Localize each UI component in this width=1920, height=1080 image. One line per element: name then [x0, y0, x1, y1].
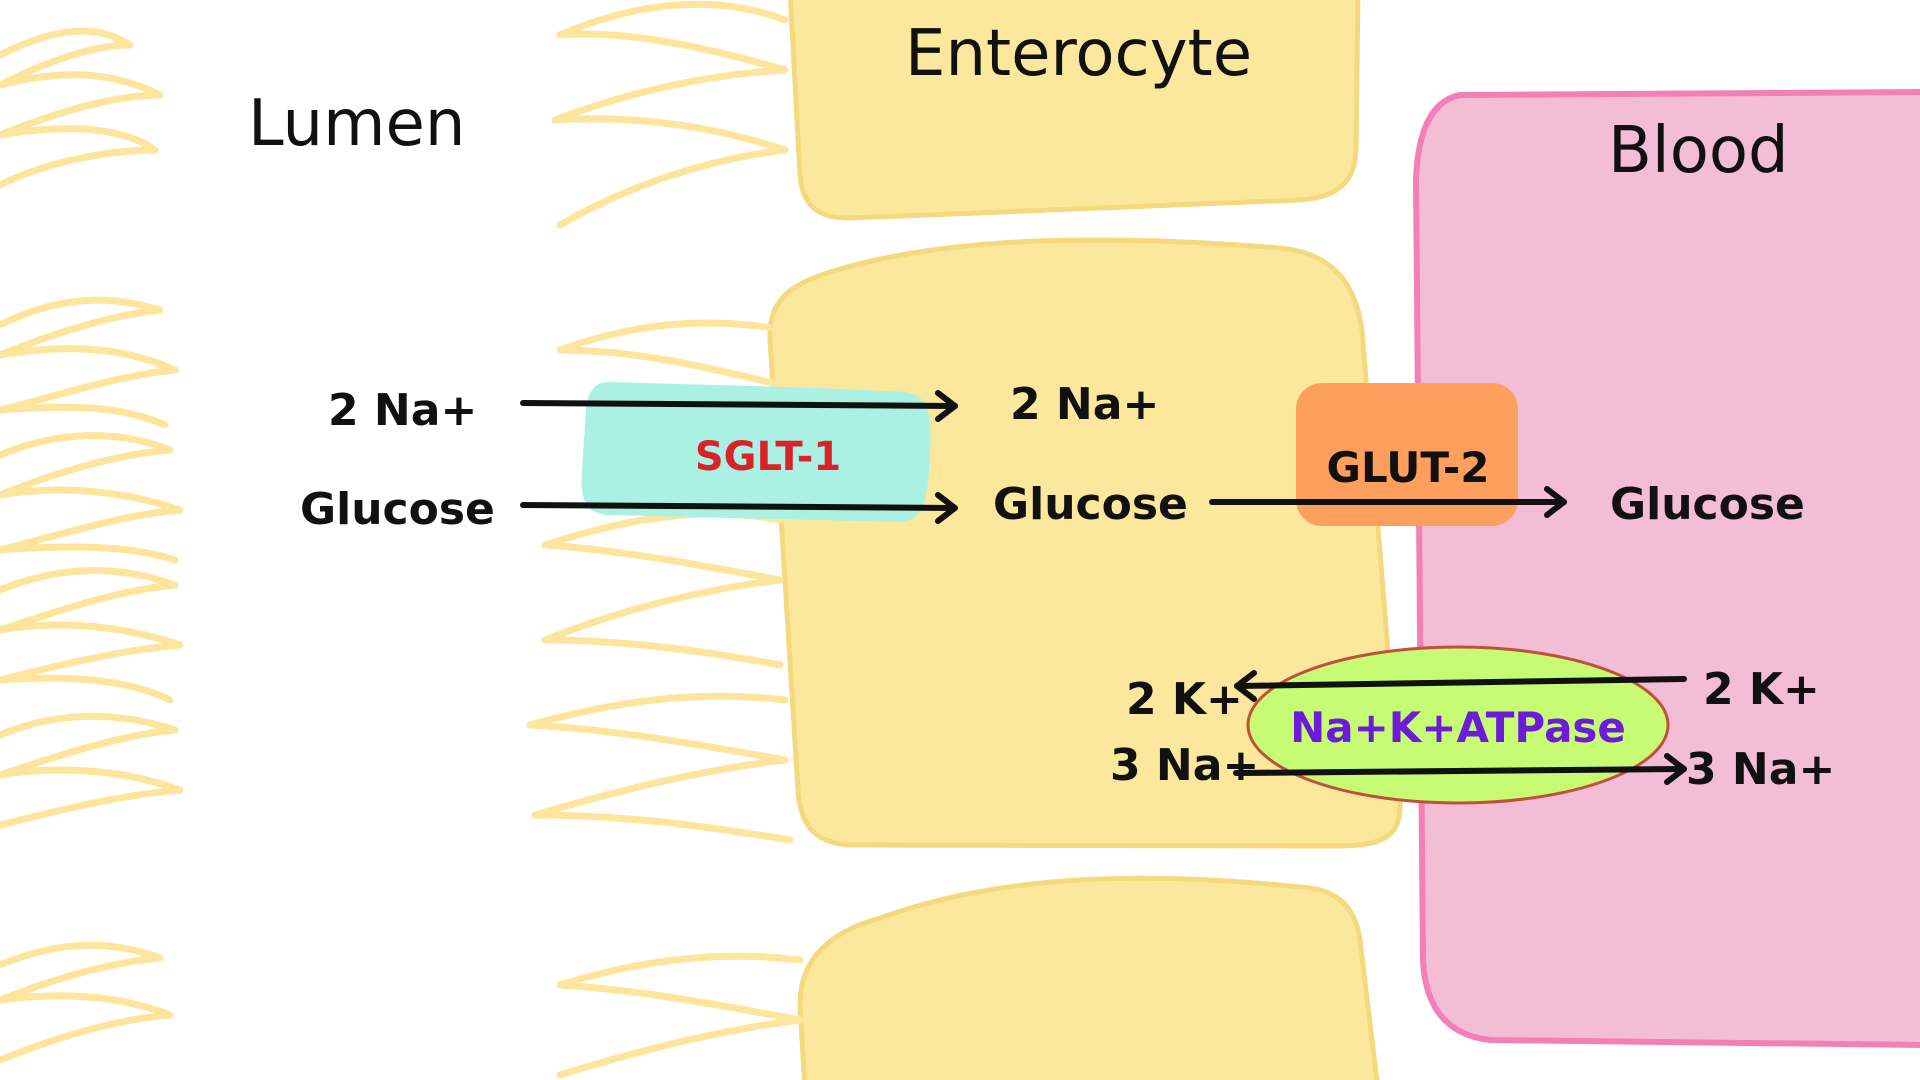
blood-sodium3-label: 3 Na+	[1686, 744, 1835, 795]
arrow-potassium-into-cell	[1234, 670, 1687, 702]
sglt1-label: SGLT-1	[695, 434, 841, 480]
blood-glucose-label: Glucose	[1610, 479, 1805, 530]
arrow-sodium-out-to-blood	[1233, 753, 1687, 785]
microvilli-right	[526, 0, 804, 1079]
pump-label: Na+K+ATPase	[1290, 703, 1626, 752]
cell-glucose-label: Glucose	[993, 479, 1188, 530]
enterocyte-bottom	[797, 875, 1380, 1080]
microvilli-left	[0, 27, 184, 1064]
arrow-sodium-into-cell	[520, 390, 958, 422]
lumen-label: Lumen	[248, 87, 465, 161]
lumen-sodium-label: 2 Na+	[328, 385, 477, 436]
enterocyte-label: Enterocyte	[905, 17, 1252, 91]
blood-label: Blood	[1608, 114, 1789, 188]
cell-potassium-label: 2 K+	[1126, 674, 1243, 725]
arrow-glucose-into-cell	[520, 492, 958, 524]
glut2-label: GLUT-2	[1327, 443, 1490, 492]
lumen-glucose-label: Glucose	[300, 484, 495, 535]
glut2-transporter	[1296, 383, 1518, 526]
sglt1-transporter	[581, 382, 931, 522]
enterocyte-top	[788, 0, 1361, 221]
blood-potassium-label: 2 K+	[1703, 664, 1820, 715]
cell-sodium3-label: 3 Na+	[1110, 740, 1259, 791]
arrow-glucose-into-blood	[1209, 486, 1567, 518]
blood-vessel	[1412, 89, 1920, 1048]
cell-sodium-label: 2 Na+	[1010, 379, 1159, 430]
